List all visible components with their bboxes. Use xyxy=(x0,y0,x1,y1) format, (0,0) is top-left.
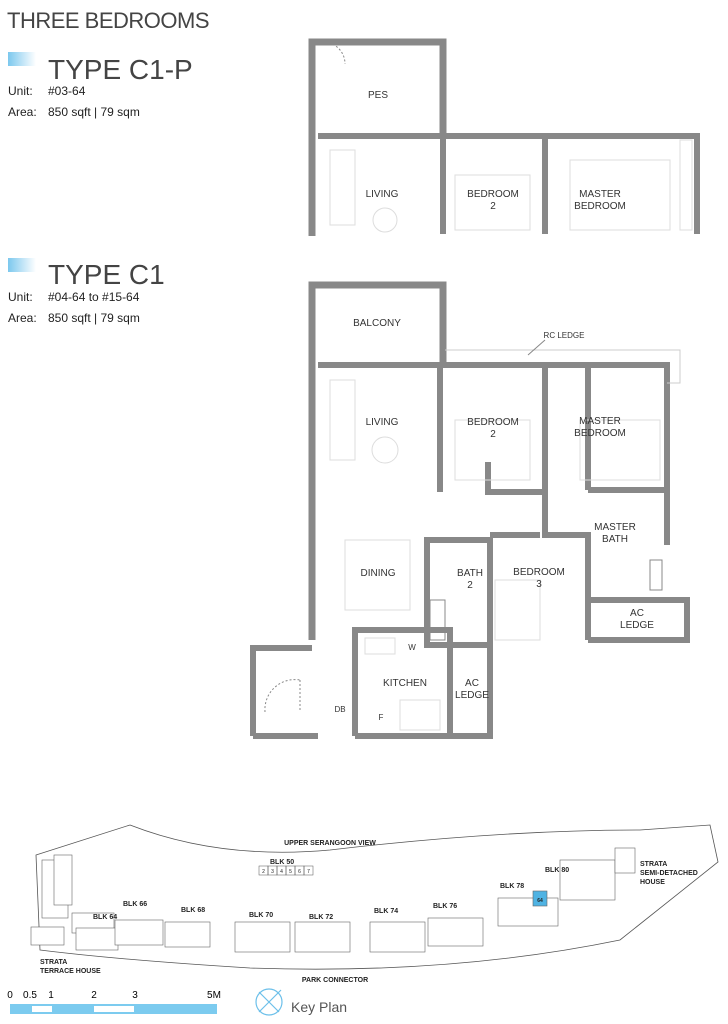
plan-c1-walls xyxy=(250,281,690,739)
label-rc-ledge: RC LEDGE xyxy=(544,331,585,340)
svg-text:0: 0 xyxy=(7,990,13,1001)
room-label-bedroom2-num: 2 xyxy=(490,201,496,212)
strata-terrace-label: TERRACE HOUSE xyxy=(40,968,101,975)
block-label: BLK 66 xyxy=(123,901,147,908)
room-label-pes: PES xyxy=(368,90,388,101)
road-label-bottom: PARK CONNECTOR xyxy=(302,977,368,984)
svg-text:5M: 5M xyxy=(207,990,221,1001)
strata-semi-label: STRATA xyxy=(640,861,667,868)
label-db: DB xyxy=(334,705,345,714)
room-label-master-bed: BEDROOM xyxy=(574,201,626,212)
strata-semi-label: HOUSE xyxy=(640,879,665,886)
room-label-ac-ledge2: LEDGE xyxy=(620,620,654,631)
area-info: Area:850 sqft | 79 sqm xyxy=(8,105,140,119)
type-swatch xyxy=(8,258,36,272)
room-label-master-bath2: BATH xyxy=(602,534,628,545)
type-title: TYPE C1 xyxy=(48,259,165,290)
block-label: BLK 72 xyxy=(309,914,333,921)
strata-terrace-label: STRATA xyxy=(40,959,67,966)
svg-text:2: 2 xyxy=(262,869,265,875)
room-label-bedroom2: BEDROOM xyxy=(467,189,519,200)
room-label-master-bed: BEDROOM xyxy=(574,428,626,439)
key-plan-title: Key Plan xyxy=(291,999,347,1015)
unit-info: Unit:#04-64 to #15-64 xyxy=(8,290,140,304)
svg-text:1: 1 xyxy=(48,990,54,1001)
key-plan: 64 2 3 4 5 6 7 UPPER SERANGOON VIEW PARK… xyxy=(30,824,719,984)
page-heading: THREE BEDROOMS xyxy=(7,8,210,33)
unit-info: Unit:#03-64 xyxy=(8,84,86,98)
block-label: BLK 70 xyxy=(249,912,273,919)
room-label-balcony: BALCONY xyxy=(353,318,401,329)
highlighted-unit-number: 64 xyxy=(537,898,543,904)
block-label: BLK 78 xyxy=(500,883,524,890)
type-title: TYPE C1-P xyxy=(48,54,193,85)
plan-c1-furniture xyxy=(264,379,663,731)
svg-text:5: 5 xyxy=(289,869,292,875)
highlighted-unit xyxy=(532,890,548,907)
plan-c1-ledge xyxy=(445,339,681,384)
north-arrow-icon xyxy=(255,988,283,1016)
room-label-living: LIVING xyxy=(366,417,399,428)
svg-text:7: 7 xyxy=(307,869,310,875)
blk50-units: 2 3 4 5 6 7 xyxy=(258,865,314,876)
room-label-master: MASTER xyxy=(579,189,621,200)
plan-c1p xyxy=(308,38,700,236)
scale-bar: 0 0.5 1 2 3 5M xyxy=(7,990,221,1014)
strata-semi-label: SEMI-DETACHED xyxy=(640,870,698,877)
room-label-bath2-num: 2 xyxy=(467,580,473,591)
room-label-ac-ledge-lower: AC xyxy=(465,678,479,689)
svg-text:3: 3 xyxy=(271,869,274,875)
svg-text:6: 6 xyxy=(298,869,301,875)
room-label-ac-ledge-lower2: LEDGE xyxy=(455,690,489,701)
svg-text:0.5: 0.5 xyxy=(23,990,37,1001)
svg-text:4: 4 xyxy=(280,869,283,875)
room-label-dining: DINING xyxy=(361,568,396,579)
room-label-master: MASTER xyxy=(579,416,621,427)
room-label-ac-ledge: AC xyxy=(630,608,644,619)
type-swatch xyxy=(8,52,36,66)
room-label-bedroom2: BEDROOM xyxy=(467,417,519,428)
room-label-bedroom3: BEDROOM xyxy=(513,567,565,578)
block-label: BLK 68 xyxy=(181,907,205,914)
label-washer: W xyxy=(408,643,416,652)
room-label-bedroom3-num: 3 xyxy=(536,579,542,590)
room-label-master-bath: MASTER xyxy=(594,522,636,533)
block-label: BLK 74 xyxy=(374,908,398,915)
room-label-bath2: BATH xyxy=(457,568,483,579)
block-outlines xyxy=(30,847,636,953)
room-label-living: LIVING xyxy=(366,189,399,200)
svg-text:3: 3 xyxy=(132,990,138,1001)
block-label: BLK 80 xyxy=(545,867,569,874)
label-fridge: F xyxy=(379,713,384,722)
area-info: Area:850 sqft | 79 sqm xyxy=(8,311,140,325)
block-label: BLK 64 xyxy=(93,914,117,921)
svg-text:2: 2 xyxy=(91,990,97,1001)
road-label-top: UPPER SERANGOON VIEW xyxy=(284,840,376,847)
room-label-bedroom2-num: 2 xyxy=(490,429,496,440)
block-label: BLK 76 xyxy=(433,903,457,910)
block-label: BLK 50 xyxy=(270,859,294,866)
room-label-kitchen: KITCHEN xyxy=(383,678,427,689)
plan-c1p-furniture xyxy=(329,139,693,233)
